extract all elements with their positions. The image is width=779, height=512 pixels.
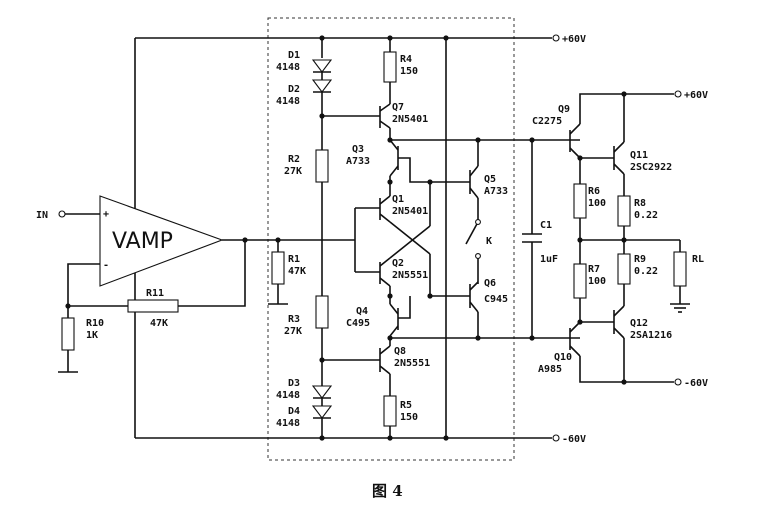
pos-rail-label: +60V	[562, 34, 586, 45]
inverting-input-wire	[67, 263, 100, 306]
q10-value: A985	[538, 364, 562, 375]
r1-resistor	[271, 251, 285, 285]
q9-value: C2275	[532, 116, 562, 127]
plus-sign: +	[103, 209, 109, 220]
r6-label: R6	[588, 186, 600, 197]
d2-value: 4148	[276, 96, 300, 107]
input-label: IN	[36, 210, 48, 221]
r4-value: 150	[400, 66, 418, 77]
q10-label: Q10	[554, 352, 572, 363]
r9-value: 0.22	[634, 266, 658, 277]
q4-label: Q4	[356, 306, 368, 317]
c1-label: C1	[540, 220, 552, 231]
figure-caption: 图 4	[372, 482, 403, 500]
r2-label: R2	[288, 154, 300, 165]
r3-label: R3	[288, 314, 300, 325]
vamp-triangle	[99, 195, 224, 287]
r10-label: R10	[86, 318, 104, 329]
r8-value: 0.22	[634, 210, 658, 221]
pos-terminal	[552, 34, 560, 42]
r10-value: 1K	[86, 330, 98, 341]
d2-label: D2	[288, 84, 300, 95]
r6-resistor	[573, 183, 587, 219]
r11-label: R11	[146, 288, 164, 299]
c1-value: 1uF	[540, 254, 558, 265]
r4-label: R4	[400, 54, 412, 65]
q5-value: A733	[484, 186, 508, 197]
r2-resistor	[315, 149, 329, 183]
input-terminal	[58, 210, 66, 218]
r3-value: 27K	[284, 326, 302, 337]
vamp-label: VAMP	[112, 229, 173, 254]
d3-label: D3	[288, 378, 300, 389]
r2-value: 27K	[284, 166, 302, 177]
r1-label: R1	[288, 254, 300, 265]
q11-value: 2SC2922	[630, 162, 672, 173]
q9-label: Q9	[558, 104, 570, 115]
r7-value: 100	[588, 276, 606, 287]
d3-diode	[311, 385, 333, 399]
r3-resistor	[315, 295, 329, 329]
q12-value: 2SA1216	[630, 330, 672, 341]
q12-label: Q12	[630, 318, 648, 329]
d1-diode	[311, 59, 333, 73]
feedback-wire	[68, 240, 246, 307]
q8-label: Q8	[394, 346, 406, 357]
r9-label: R9	[634, 254, 646, 265]
out-pos-label: +60V	[684, 90, 708, 101]
q3-label: Q3	[352, 144, 364, 155]
q4-value: C495	[346, 318, 370, 329]
switch-k-label: K	[486, 236, 492, 247]
rl-load-resistor	[673, 251, 687, 287]
r8-resistor	[617, 195, 631, 227]
q6-label: Q6	[484, 278, 496, 289]
r1-value: 47K	[288, 266, 306, 277]
q2-value: 2N5551	[392, 270, 428, 281]
r5-value: 150	[400, 412, 418, 423]
d1-label: D1	[288, 50, 300, 61]
d3-value: 4148	[276, 390, 300, 401]
neg-rail-label: -60V	[562, 434, 586, 445]
d1-value: 4148	[276, 62, 300, 73]
q5-label: Q5	[484, 174, 496, 185]
bias-module-boundary	[267, 17, 515, 461]
q7-label: Q7	[392, 102, 404, 113]
r7-resistor	[573, 263, 587, 299]
r5-label: R5	[400, 400, 412, 411]
minus-sign: -	[103, 260, 109, 271]
rl-label: RL	[692, 254, 704, 265]
neg-terminal	[552, 434, 560, 442]
r8-label: R8	[634, 198, 646, 209]
q11-label: Q11	[630, 150, 648, 161]
q3-value: A733	[346, 156, 370, 167]
r5-resistor	[383, 395, 397, 427]
q8-value: 2N5551	[394, 358, 430, 369]
r6-value: 100	[588, 198, 606, 209]
r4-resistor	[383, 51, 397, 83]
r11-resistor	[127, 299, 179, 313]
d4-label: D4	[288, 406, 300, 417]
q6-value: C945	[484, 294, 508, 305]
d4-value: 4148	[276, 418, 300, 429]
q1-label: Q1	[392, 194, 404, 205]
out-neg-label: -60V	[684, 378, 708, 389]
d2-diode	[311, 79, 333, 93]
q2-label: Q2	[392, 258, 404, 269]
r7-label: R7	[588, 264, 600, 275]
r9-resistor	[617, 253, 631, 285]
r11-value: 47K	[150, 318, 168, 329]
q7-value: 2N5401	[392, 114, 428, 125]
r10-resistor	[61, 317, 75, 351]
q1-value: 2N5401	[392, 206, 428, 217]
d4-diode	[311, 405, 333, 419]
switch-k	[465, 221, 479, 245]
